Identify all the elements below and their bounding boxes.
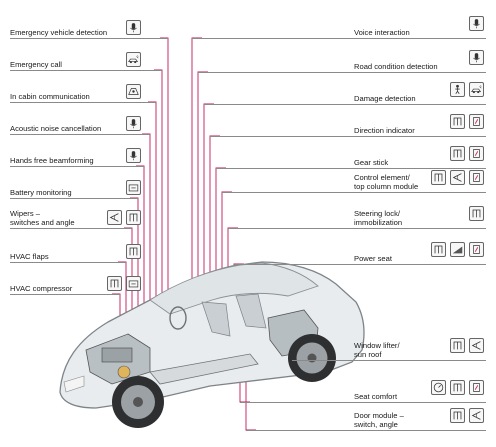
label-hvac-flaps: HVAC flaps: [10, 252, 49, 261]
label-steering-lock-immobilization: Steering lock/ immobilization: [354, 209, 403, 227]
position-sensor-icon: [469, 170, 484, 185]
position-sensor-icon: [469, 380, 484, 395]
label-acoustic-noise-cancellation: Acoustic noise cancellation: [10, 124, 102, 133]
seat-rear: [201, 301, 231, 337]
microphone-icon: [126, 148, 141, 163]
label-battery-monitoring: Battery monitoring: [10, 188, 72, 197]
label-underline: [10, 166, 144, 167]
engine-part: [117, 365, 131, 379]
person-impact-icon: [450, 82, 465, 97]
battery-sensor-icon: [126, 276, 141, 291]
microphone-icon: [126, 20, 141, 35]
label-emergency-call: Emergency call: [10, 60, 62, 69]
position-sensor-icon: [469, 242, 484, 257]
label-gear-stick: Gear stick: [354, 158, 389, 167]
label-underline: [228, 228, 486, 229]
switch-icon: [469, 206, 484, 221]
switch-icon: [450, 146, 465, 161]
label-underline: [10, 102, 156, 103]
microphone-icon: [469, 50, 484, 65]
label-damage-detection: Damage detection: [354, 94, 416, 103]
battery-pack: [149, 353, 259, 385]
label-direction-indicator: Direction indicator: [354, 126, 415, 135]
steering-wheel: [169, 306, 187, 330]
label-underline: [198, 72, 486, 73]
angle-sensor-icon: [450, 170, 465, 185]
label-underline: [204, 104, 486, 105]
label-control-element-top-column-module: Control element/ top column module: [354, 173, 419, 191]
label-underline: [10, 70, 162, 71]
front-wheel: [112, 376, 164, 428]
position-sensor-icon: [469, 114, 484, 129]
label-hvac-compressor: HVAC compressor: [10, 284, 73, 293]
label-underline: [240, 402, 486, 403]
label-road-condition-detection: Road condition detection: [354, 62, 438, 71]
car-crash-icon: [126, 52, 141, 67]
label-underline: [292, 360, 486, 361]
switch-icon: [431, 170, 446, 185]
angle-sensor-icon: [469, 408, 484, 423]
cabin-talk-icon: [126, 84, 141, 99]
label-underline: [246, 430, 486, 431]
label-underline: [10, 198, 138, 199]
label-wipers-switches-and-angle: Wipers – switches and angle: [10, 209, 75, 227]
rear-wheel: [288, 334, 336, 382]
label-power-seat: Power seat: [354, 254, 392, 263]
gauge-icon: [431, 380, 446, 395]
headlight: [63, 375, 85, 393]
switch-icon: [450, 380, 465, 395]
position-sensor-icon: [469, 146, 484, 161]
microphone-icon: [126, 116, 141, 131]
engine-part: [101, 347, 133, 363]
label-window-lifter-sun-roof: Window lifter/ sun roof: [354, 341, 400, 359]
label-seat-comfort: Seat comfort: [354, 392, 398, 401]
switch-icon: [450, 114, 465, 129]
label-underline: [10, 38, 168, 39]
label-door-module-switch-angle: Door module – switch, angle: [354, 411, 404, 429]
angle-sensor-icon: [469, 338, 484, 353]
switch-icon: [450, 338, 465, 353]
label-underline: [192, 38, 486, 39]
seat-front: [235, 293, 267, 329]
switch-icon: [431, 242, 446, 257]
label-underline: [10, 228, 132, 229]
battery-sensor-icon: [126, 180, 141, 195]
angle-sensor-icon: [107, 210, 122, 225]
microphone-icon: [469, 16, 484, 31]
switch-icon: [450, 408, 465, 423]
label-underline: [10, 294, 120, 295]
car-crash-icon: [469, 82, 484, 97]
switch-icon: [107, 276, 122, 291]
label-underline: [10, 262, 126, 263]
label-underline: [216, 168, 486, 169]
label-in-cabin-communication: In cabin communication: [10, 92, 90, 101]
label-hands-free-beamforming: Hands free beamforming: [10, 156, 94, 165]
switch-icon: [126, 244, 141, 259]
switch-icon: [126, 210, 141, 225]
label-underline: [234, 264, 486, 265]
label-voice-interaction: Voice interaction: [354, 28, 410, 37]
label-underline: [10, 134, 150, 135]
label-emergency-vehicle-detection: Emergency vehicle detection: [10, 28, 108, 37]
label-underline: [210, 136, 486, 137]
label-underline: [222, 192, 486, 193]
car-window: [149, 262, 319, 315]
ramp-icon: [450, 242, 465, 257]
